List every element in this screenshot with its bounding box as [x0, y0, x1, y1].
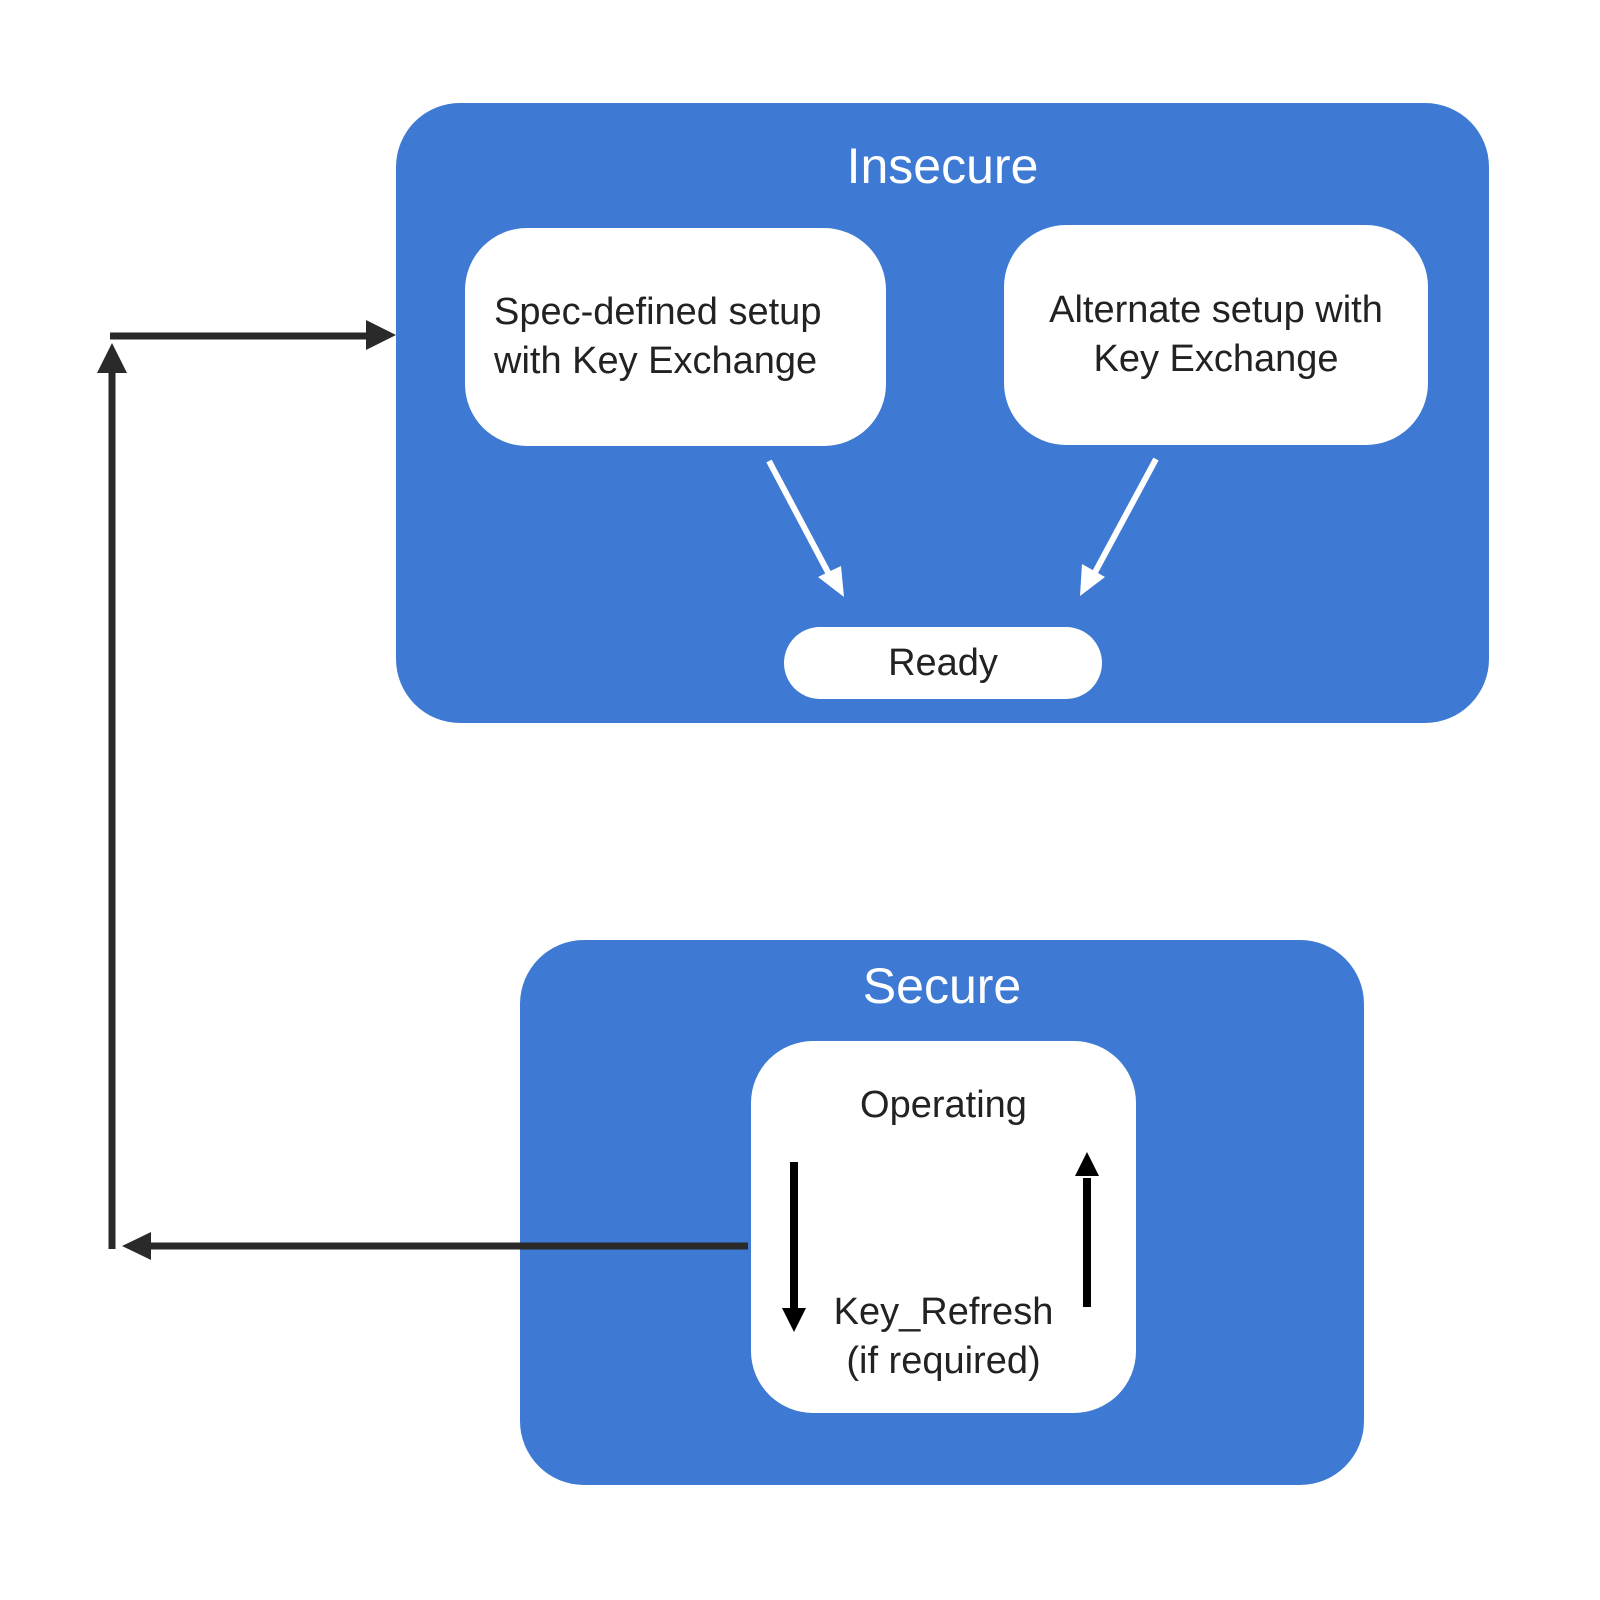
entry-arrowhead-right: [366, 320, 396, 350]
spec-setup-line2: with Key Exchange: [494, 340, 818, 382]
key-refresh-line1: Key_Refresh: [833, 1291, 1054, 1333]
insecure-state-group: Insecure Spec-defined setup with Key Exc…: [396, 103, 1489, 723]
alt-setup-line2: Key Exchange: [1093, 338, 1339, 380]
spec-defined-setup-node: Spec-defined setup with Key Exchange: [465, 228, 886, 446]
insecure-title: Insecure: [846, 138, 1039, 194]
spec-setup-line1: Spec-defined setup: [494, 291, 822, 333]
operating-node: Operating Key_Refresh (if required): [751, 1041, 1136, 1413]
return-arrowhead-left: [122, 1232, 151, 1260]
secure-title: Secure: [862, 958, 1022, 1014]
alternate-setup-node: Alternate setup with Key Exchange: [1004, 225, 1428, 445]
return-arrowhead-up: [97, 343, 127, 373]
secure-state-group: Secure Operating Key_Refresh (if require…: [520, 940, 1364, 1485]
operating-label: Operating: [860, 1084, 1027, 1126]
key-refresh-line2: (if required): [846, 1340, 1041, 1382]
alt-setup-line1: Alternate setup with: [1049, 289, 1383, 331]
ready-node: Ready: [784, 627, 1102, 699]
key-refresh-label: Key_Refresh (if required): [751, 1288, 1136, 1386]
ready-label: Ready: [888, 641, 998, 684]
